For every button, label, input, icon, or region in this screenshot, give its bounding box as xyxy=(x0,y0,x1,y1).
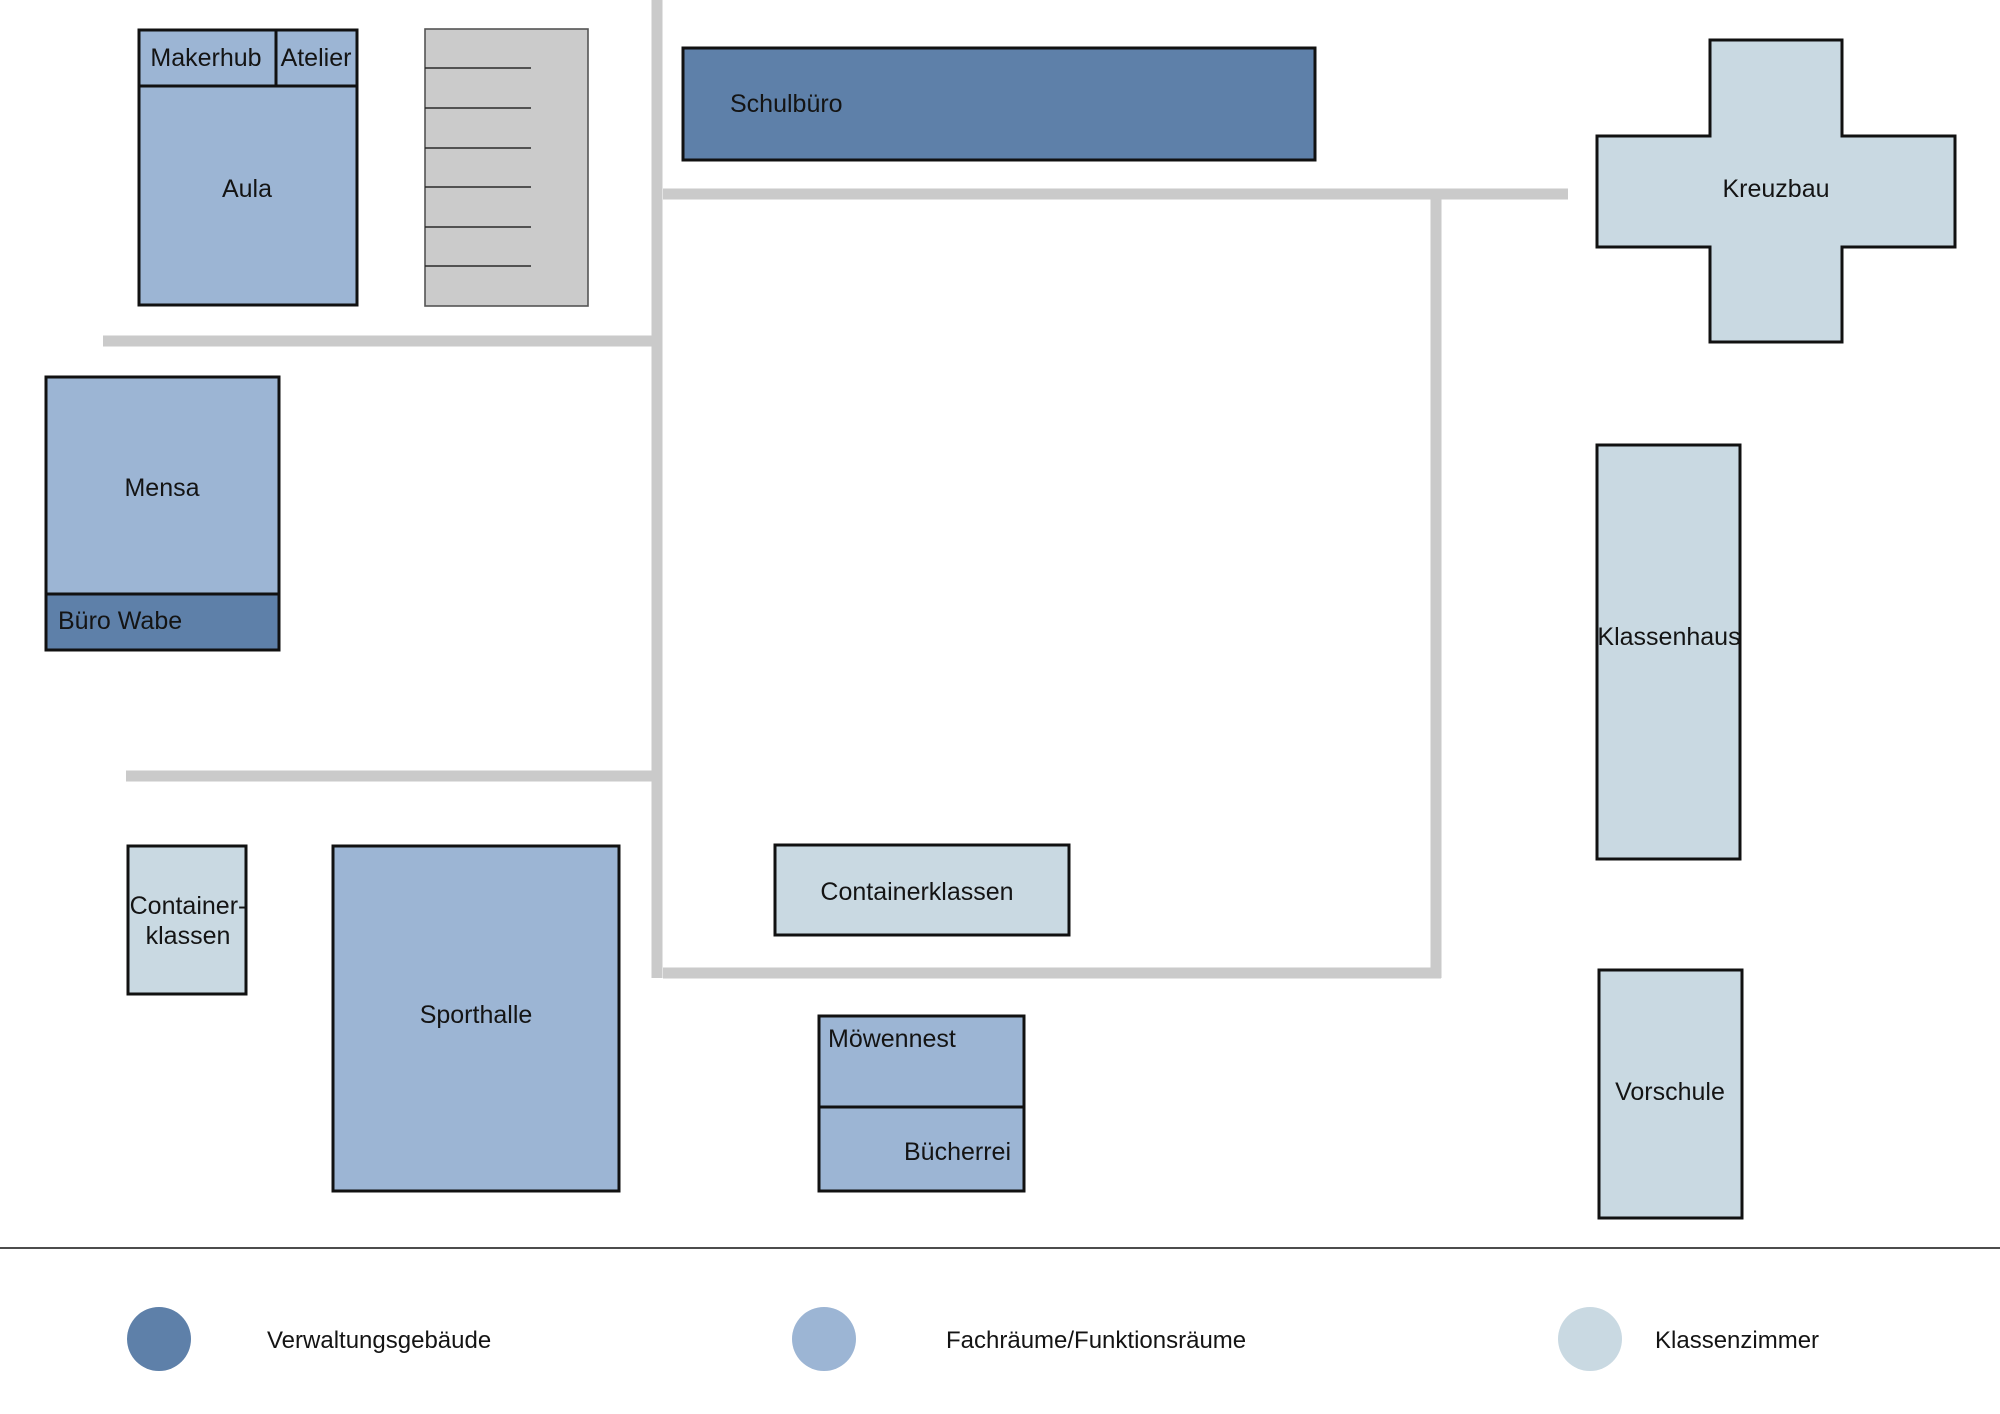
parking-area xyxy=(424,28,589,307)
schulbuero-block: Schulbüro xyxy=(681,46,1317,162)
moewennest-block: Möwennest Bücherrei xyxy=(817,1014,1026,1193)
label-containerklassen-west-line1: Container- xyxy=(130,892,247,920)
vorschule-block: Vorschule xyxy=(1597,968,1744,1220)
label-buero-wabe: Büro Wabe xyxy=(58,607,182,635)
kreuzbau-block: Kreuzbau xyxy=(1595,38,1957,344)
building-atelier[interactable] xyxy=(274,28,359,88)
label-containerklassen-west-line2: klassen xyxy=(146,922,231,950)
building-aula[interactable] xyxy=(137,84,359,307)
containerklassen-hof-block: Containerklassen xyxy=(773,843,1071,937)
legend-swatch-verwaltung xyxy=(127,1307,191,1371)
label-makerhub: Makerhub xyxy=(150,44,261,72)
label-moewennest: Möwennest xyxy=(828,1025,956,1053)
label-vorschule: Vorschule xyxy=(1615,1078,1725,1106)
aula-complex: Makerhub Atelier Aula xyxy=(137,28,359,307)
parking-stall-lines xyxy=(425,67,531,267)
legend-label-klasse: Klassenzimmer xyxy=(1655,1327,1819,1354)
building-containerklassen-hof[interactable] xyxy=(773,843,1071,937)
legend-label-fachraum: Fachräume/Funktionsräume xyxy=(946,1327,1246,1354)
label-sporthalle: Sporthalle xyxy=(420,1001,533,1029)
legend-label-verwaltung: Verwaltungsgebäude xyxy=(267,1327,491,1354)
containerklassen-west-block: Container- klassen xyxy=(126,844,248,996)
label-klassenhaus: Klassenhaus xyxy=(1597,623,1740,651)
legend-swatch-fachraum xyxy=(792,1307,856,1371)
label-aula: Aula xyxy=(222,175,272,203)
legend: Verwaltungsgebäude Fachräume/Funktionsrä… xyxy=(127,1307,1819,1371)
sporthalle-block: Sporthalle xyxy=(331,844,621,1193)
building-klassenhaus[interactable] xyxy=(1595,443,1742,861)
building-containerklassen-west[interactable] xyxy=(126,844,248,996)
mensa-block: Mensa Büro Wabe xyxy=(44,375,281,652)
label-containerklassen-hof: Containerklassen xyxy=(820,878,1013,906)
building-mensa[interactable] xyxy=(44,375,281,596)
legend-swatch-klasse xyxy=(1558,1307,1622,1371)
label-schulbuero: Schulbüro xyxy=(730,90,843,118)
klassenhaus-block: Klassenhaus xyxy=(1595,443,1742,861)
label-mensa: Mensa xyxy=(124,474,199,502)
building-schulbuero[interactable] xyxy=(681,46,1317,162)
building-buecherrei[interactable] xyxy=(817,1105,1026,1193)
building-sporthalle[interactable] xyxy=(331,844,621,1193)
building-makerhub[interactable] xyxy=(137,28,278,88)
parking-lot xyxy=(424,28,589,307)
building-buero-wabe[interactable] xyxy=(44,592,281,652)
label-buecherrei: Bücherrei xyxy=(904,1138,1011,1166)
label-atelier: Atelier xyxy=(281,44,352,72)
building-vorschule[interactable] xyxy=(1597,968,1744,1220)
building-kreuzbau[interactable] xyxy=(1595,38,1957,344)
walkways xyxy=(103,0,1568,979)
label-kreuzbau: Kreuzbau xyxy=(1722,175,1829,203)
